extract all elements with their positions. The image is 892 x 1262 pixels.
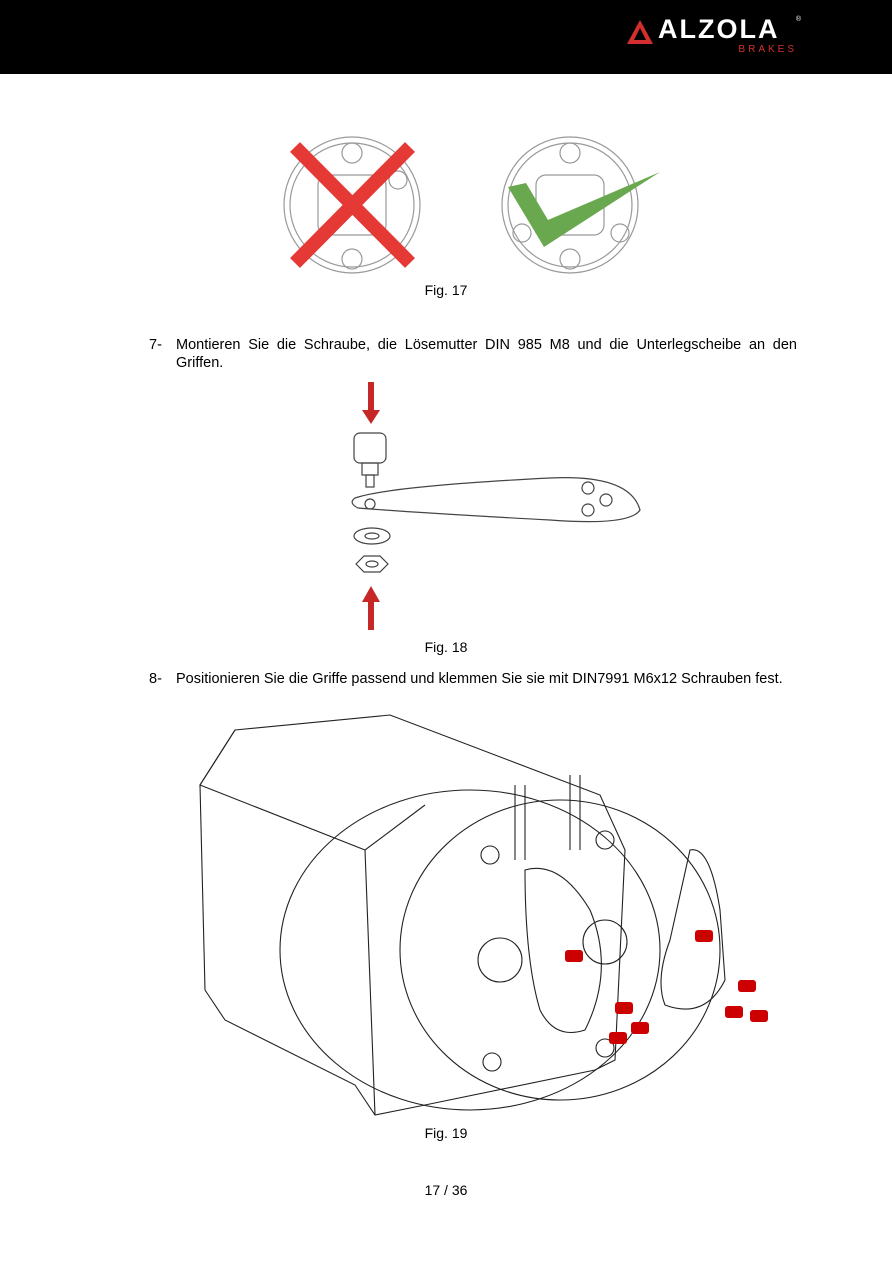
- checkmark-icon: [508, 172, 660, 247]
- fig18-caption: Fig. 18: [424, 639, 468, 655]
- logo-reg: ®: [795, 16, 801, 23]
- logo-triangle-icon: [627, 20, 653, 44]
- fig18-illustration: [351, 382, 641, 630]
- page-number: 17 / 36: [424, 1182, 468, 1198]
- logo-sub: BRAKES: [738, 44, 797, 55]
- step-7: 7- Montieren Sie die Schraube, die Lösem…: [149, 336, 797, 372]
- alzola-logo: ALZOLA ® BRAKES: [626, 14, 801, 58]
- fig19-caption: Fig. 19: [424, 1125, 468, 1141]
- arrow-down-icon: [362, 382, 380, 424]
- step-text: Positionieren Sie die Griffe passend und…: [176, 671, 783, 687]
- logo-brand: ALZOLA: [658, 14, 780, 44]
- step-8: 8- Positionieren Sie die Griffe passend …: [149, 670, 797, 688]
- step-text: Montieren Sie die Schraube, die Lösemutt…: [176, 337, 797, 371]
- step-number: 7-: [149, 337, 162, 353]
- cross-icon: [290, 142, 415, 268]
- arrow-up-icon: [362, 586, 380, 630]
- step-number: 8-: [149, 671, 162, 687]
- fig17-caption: Fig. 17: [424, 282, 468, 298]
- page-header: ALZOLA ® BRAKES: [0, 0, 892, 74]
- fig19-illustration: [199, 714, 768, 1116]
- red-screws-icon: [565, 930, 768, 1044]
- fig17-illustration: [283, 136, 660, 274]
